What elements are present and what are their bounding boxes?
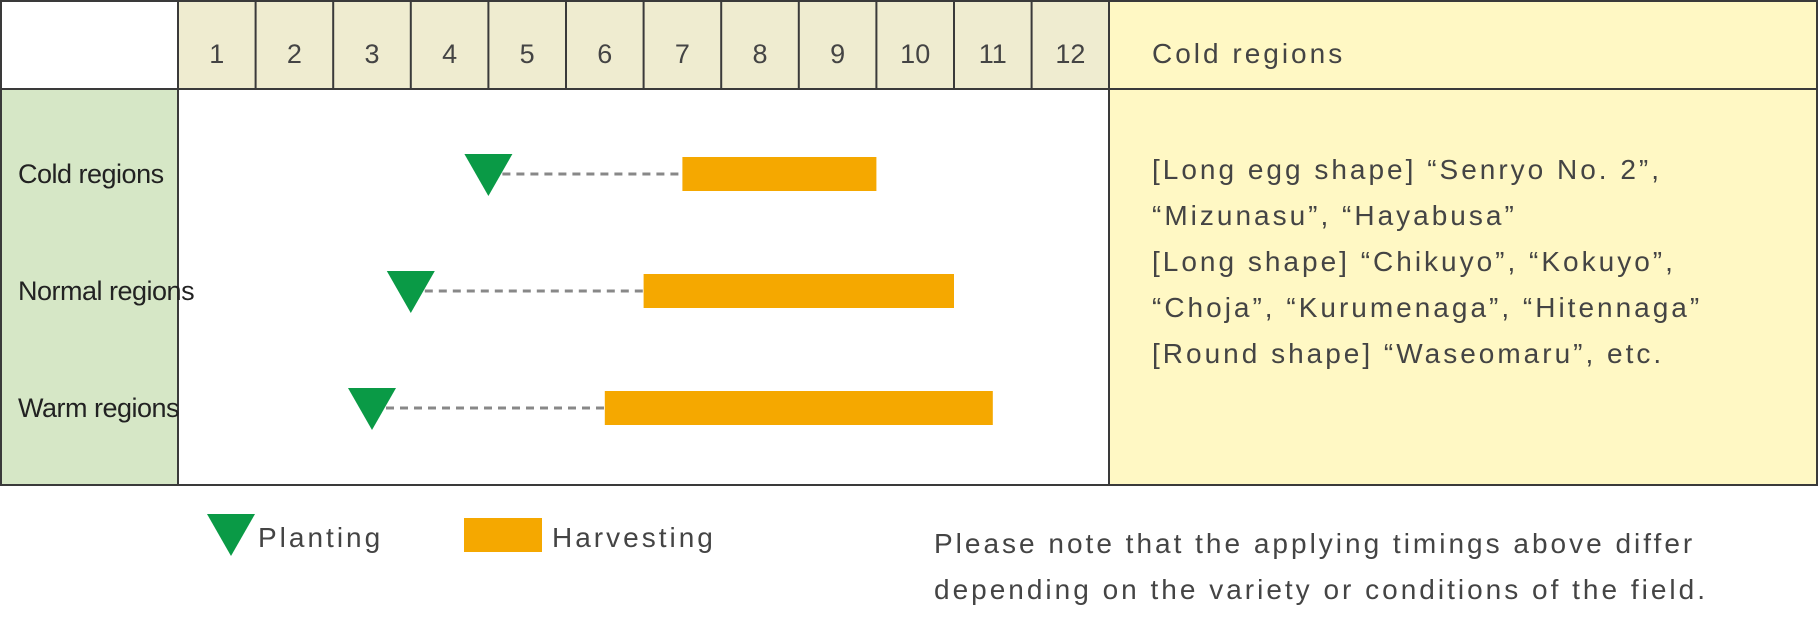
region-label: Warm regions [18,393,179,423]
variety-line: “Mizunasu”, “Hayabusa” [1152,200,1517,231]
planting-marker [386,271,435,313]
region-label: Cold regions [18,159,164,189]
grid-lines [0,0,1818,486]
footnote-line: Please note that the applying timings ab… [934,528,1695,559]
month-label: 2 [287,39,302,69]
planting-marker [464,154,513,196]
legend: Planting Harvesting [207,514,716,556]
month-label: 10 [900,39,930,69]
month-label: 3 [364,39,379,69]
month-label: 7 [675,39,690,69]
month-label: 4 [442,39,457,69]
variety-line: [Round shape] “Waseomaru”, etc. [1152,338,1664,369]
footnote-line: depending on the variety or conditions o… [934,574,1708,605]
month-label: 11 [979,39,1007,69]
month-label: 9 [830,39,845,69]
variety-line: [Long egg shape] “Senryo No. 2”, [1152,154,1662,185]
month-label: 8 [752,39,767,69]
footnote: Please note that the applying timings ab… [934,528,1708,605]
panel-title: Cold regions [1152,38,1345,69]
month-label: 1 [209,39,224,69]
info-panel-background [1109,1,1817,485]
month-label: 6 [597,39,612,69]
label-column-background [1,89,178,485]
planting-legend-label: Planting [258,522,383,553]
harvest-bar [604,391,993,425]
harvest-bar [682,157,877,191]
planting-legend-icon [207,514,255,556]
harvest-bar [643,274,954,308]
variety-line: “Choja”, “Kurumenaga”, “Hitennaga” [1152,292,1702,323]
month-label: 5 [520,39,535,69]
harvesting-legend-swatch [464,518,542,552]
variety-line: [Long shape] “Chikuyo”, “Kokuyo”, [1152,246,1676,277]
schedule-marks [348,154,993,430]
variety-list: [Long egg shape] “Senryo No. 2”, “Mizuna… [1152,154,1702,369]
month-label: 12 [1055,39,1085,69]
harvesting-legend-label: Harvesting [552,522,716,553]
planting-marker [348,388,396,430]
region-label: Normal regions [18,276,194,306]
